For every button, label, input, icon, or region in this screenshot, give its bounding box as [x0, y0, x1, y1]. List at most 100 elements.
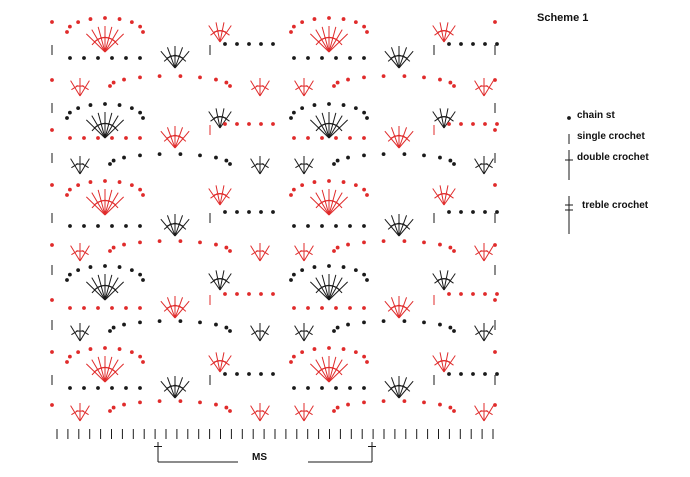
chain-st-symbol: [483, 122, 487, 126]
chain-st-symbol: [348, 224, 352, 228]
chain-st-symbol: [138, 320, 142, 325]
chart-row: [51, 42, 499, 69]
double-crochet-symbol: [250, 405, 261, 422]
chain-st-symbol: [459, 372, 463, 376]
dc-stem: [215, 352, 221, 373]
chain-st-symbol: [289, 116, 293, 120]
dc-stem: [97, 112, 106, 139]
dc-stem: [328, 274, 337, 301]
chain-st-symbol: [129, 183, 134, 188]
dc-stem: [104, 274, 113, 301]
chain-st-symbol: [362, 110, 367, 115]
dc-stem: [474, 245, 485, 262]
dc-stem: [384, 380, 400, 399]
dc-stem: [259, 405, 270, 422]
chain-st-symbol: [292, 136, 296, 140]
dc-stem: [310, 33, 330, 53]
double-crochet-symbol: [303, 80, 314, 97]
chain-st-symbol: [108, 249, 112, 253]
stitch-fan: [208, 352, 232, 373]
chain-st-symbol: [495, 210, 499, 214]
stitch-fan: [432, 108, 456, 129]
double-crochet-symbol: [300, 243, 308, 261]
chain-st-symbol: [138, 306, 142, 310]
dc-stem: [174, 380, 190, 399]
chain-st-symbol: [381, 152, 386, 157]
chain-st-symbol: [117, 103, 122, 107]
dc-bar: [112, 38, 119, 46]
dc-stem: [398, 380, 414, 399]
double-crochet-symbol: [565, 150, 573, 180]
chain-st-symbol: [300, 106, 305, 111]
chain-st-symbol: [448, 405, 453, 410]
double-crochet-symbol: [76, 78, 84, 96]
dc-bar: [222, 360, 230, 366]
dc-bar: [446, 278, 454, 284]
double-crochet-symbol: [70, 405, 81, 422]
foundation-row: [56, 429, 494, 439]
double-crochet-symbol: [259, 158, 270, 175]
stitch-fan: [208, 108, 232, 129]
chain-st-symbol: [320, 306, 324, 310]
chain-st-symbol: [291, 110, 296, 115]
dc-stem: [250, 80, 261, 97]
chain-st-symbol: [68, 306, 72, 310]
double-crochet-symbol: [250, 245, 261, 262]
chart-row: [51, 319, 496, 342]
chain-st-symbol: [422, 75, 426, 80]
chain-st-symbol: [110, 136, 114, 140]
stitch-fan: [70, 403, 90, 422]
chain-st-symbol: [306, 386, 310, 390]
chain-st-symbol: [271, 122, 275, 126]
dc-stem: [483, 405, 494, 422]
stitch-fan: [432, 22, 456, 43]
stitch-fan: [250, 78, 270, 97]
chain-st-symbol: [362, 386, 366, 390]
chain-st-symbol: [68, 136, 72, 140]
chain-st-symbol: [247, 372, 251, 376]
dc-stem: [70, 325, 81, 342]
double-crochet-symbol: [294, 80, 305, 97]
chain-st-symbol: [334, 136, 338, 140]
chain-st-symbol: [348, 386, 352, 390]
dc-stem: [91, 115, 106, 139]
chain-st-symbol: [493, 243, 497, 247]
chain-st-symbol: [312, 347, 317, 351]
dc-stem: [390, 47, 400, 69]
chain-st-symbol: [138, 224, 142, 228]
chain-st-symbol: [483, 292, 487, 296]
chain-st-symbol: [117, 17, 122, 21]
chain-st-symbol: [341, 265, 346, 269]
chain-st-symbol: [271, 292, 275, 296]
chain-st-symbol: [247, 292, 251, 296]
double-crochet-symbol: [390, 47, 400, 69]
dc-bar: [81, 250, 89, 256]
chain-st-symbol: [320, 136, 324, 140]
chain-st-symbol: [327, 102, 331, 106]
stitch-fan: [384, 126, 414, 149]
dc-bar: [336, 38, 343, 46]
dc-stem: [215, 22, 221, 43]
dc-stem: [250, 245, 261, 262]
chain-st-symbol: [82, 136, 86, 140]
dc-stem: [219, 25, 232, 43]
double-crochet-symbol: [474, 245, 485, 262]
double-crochet-symbol: [398, 300, 414, 319]
dc-stem: [294, 80, 305, 97]
chain-st-symbol: [365, 193, 369, 197]
chain-st-symbol: [346, 155, 350, 160]
dc-stem: [294, 158, 305, 175]
chain-st-symbol: [157, 74, 162, 79]
chain-st-symbol: [76, 350, 81, 355]
chain-st-symbol: [471, 372, 475, 376]
chain-st-symbol: [129, 268, 134, 273]
dc-bar: [485, 85, 493, 91]
dc-stem: [208, 25, 221, 43]
stitch-fan: [160, 296, 190, 319]
chart-row: [51, 102, 496, 139]
chain-st-symbol: [224, 325, 229, 330]
chain-st-symbol: [471, 292, 475, 296]
double-crochet-symbol: [480, 403, 488, 421]
dc-stem: [390, 377, 400, 399]
double-crochet-symbol: [259, 325, 270, 342]
